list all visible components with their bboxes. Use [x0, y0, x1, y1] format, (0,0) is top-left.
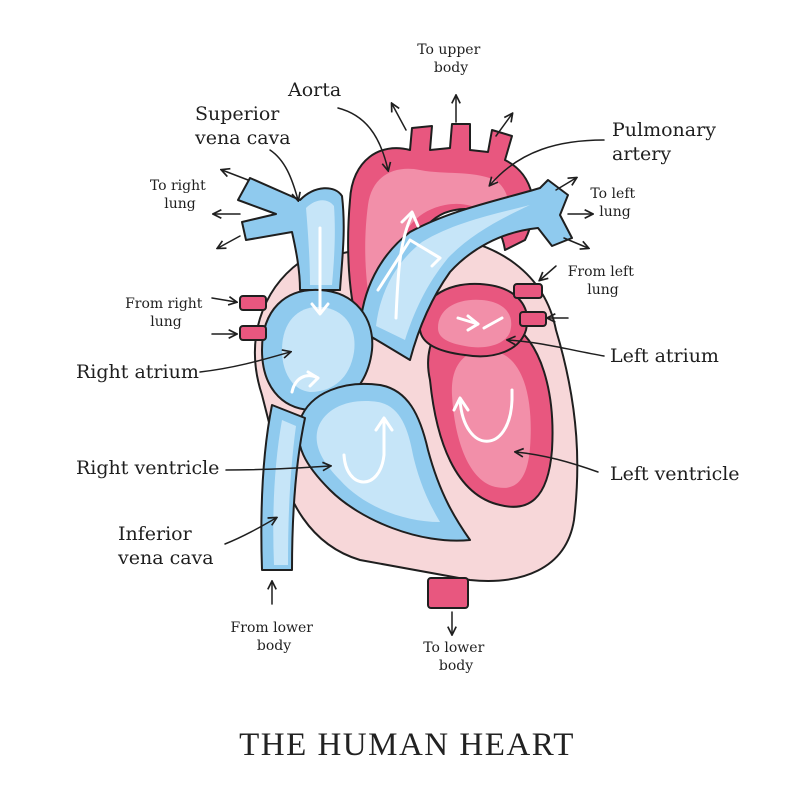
label-left-atrium: Left atrium — [610, 345, 719, 367]
right-atrium-inner — [282, 306, 355, 392]
left-ventricle-inner — [451, 350, 531, 488]
label-from-right-lung: From right lung — [125, 296, 207, 330]
structure-labels: Aorta Superior vena cava Pulmonary arter… — [76, 79, 740, 569]
leader-lines — [199, 107, 605, 545]
right-pulmonary-vein-upper — [239, 295, 267, 311]
label-from-lower-body: From lower body — [231, 620, 318, 654]
label-from-left-lung: From left lung — [568, 264, 639, 298]
label-to-lower-body: To lower body — [423, 640, 488, 674]
aorta-inner — [365, 168, 509, 321]
label-left-ventricle: Left ventricle — [610, 463, 740, 485]
inferior-vena-cava-inner — [273, 420, 296, 565]
left-pulmonary-vein-upper — [513, 283, 543, 299]
label-inferior-vena-cava: Inferior vena cava — [117, 523, 214, 569]
label-pulmonary-artery: Pulmonary artery — [612, 119, 722, 165]
label-right-atrium: Right atrium — [76, 361, 199, 383]
label-to-upper-body: To upper body — [417, 42, 485, 76]
right-ventricle-inner — [316, 401, 440, 522]
diagram-title: THE HUMAN HEART — [239, 727, 575, 763]
label-to-left-lung: To left lung — [590, 186, 639, 220]
external-arrows — [211, 96, 592, 634]
descending-aorta — [427, 577, 469, 609]
left-pulmonary-vein-lower — [519, 311, 547, 327]
label-superior-vena-cava: Superior vena cava — [194, 103, 291, 149]
pulmonary-artery-inner — [376, 205, 530, 340]
label-aorta: Aorta — [287, 79, 341, 101]
flow-labels: To upper body To right lung To left lung… — [125, 42, 639, 674]
heart-illustration — [237, 123, 579, 609]
label-to-right-lung: To right lung — [150, 178, 210, 212]
right-pulmonary-vein-lower — [239, 325, 267, 341]
label-right-ventricle: Right ventricle — [76, 457, 219, 479]
internal-flow-arrows — [290, 210, 514, 484]
